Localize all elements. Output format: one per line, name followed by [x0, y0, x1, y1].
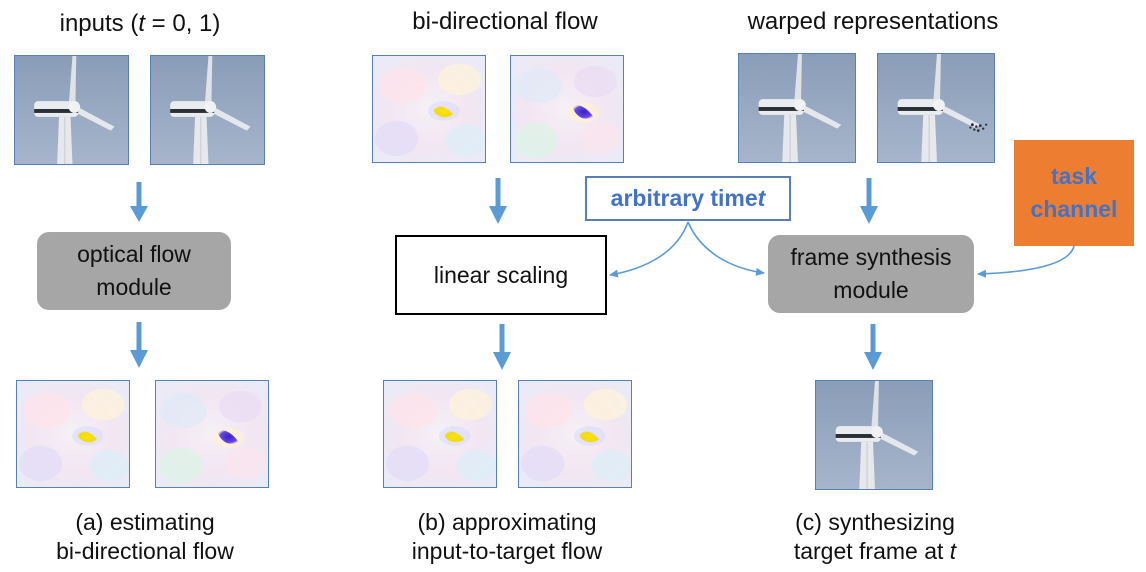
bidirectional-flow-1-image: [510, 55, 624, 163]
arrow-linear-scaling-to-approximated-flow: [493, 324, 511, 370]
caption-c: (c) synthesizing target frame at t: [740, 508, 1010, 566]
frame-synthesis-module-line1: frame synthesis: [790, 244, 952, 270]
caption-a: (a) estimating bi-directional flow: [0, 508, 290, 566]
caption-c-line2-var: t: [949, 538, 957, 564]
arbitrary-time-input: arbitrary time t: [585, 176, 791, 221]
frame-synthesis-module: frame synthesis module: [768, 235, 974, 313]
caption-c-line2: target frame at t: [740, 537, 1010, 566]
bidirectional-flow-0-image: [372, 55, 486, 163]
estimated-flow-0-image: [16, 380, 130, 488]
caption-c-line2-text: target frame at: [793, 538, 950, 564]
caption-a-line1: (a) estimating: [75, 509, 215, 535]
arrow-flow-module-to-estimated-flow: [130, 322, 148, 368]
heading-inputs: inputs (t = 0, 1): [20, 10, 260, 38]
estimated-flow-1-image: [155, 380, 269, 488]
arrow-task-to-synthesis: [977, 245, 1075, 278]
caption-c-line1: (c) synthesizing: [795, 509, 955, 535]
approximated-flow-0-image: [383, 380, 497, 488]
arrow-warped-to-synthesis: [860, 178, 878, 224]
task-channel-input: task channel: [1014, 140, 1134, 246]
warped-frame-0-image: [738, 53, 856, 163]
heading-inputs-tail: = 0, 1): [145, 10, 221, 37]
warped-frame-1-image: [877, 53, 995, 163]
linear-scaling-module: linear scaling: [395, 235, 607, 315]
arrow-flow-to-linear-scaling: [489, 178, 507, 224]
caption-b: (b) approximating input-to-target flow: [352, 508, 662, 566]
task-channel-line2: channel: [1030, 196, 1118, 222]
arrow-synthesis-to-target: [864, 324, 882, 370]
approximated-flow-1-image: [518, 380, 632, 488]
heading-bidirectional-flow: bi-directional flow: [412, 8, 598, 35]
frame-synthesis-module-line2: module: [833, 277, 909, 303]
arrow-inputs-to-flow-module: [130, 182, 148, 222]
optical-flow-module-line2: module: [96, 274, 172, 300]
heading-inputs-var: t: [138, 10, 145, 37]
task-channel-line1: task: [1050, 163, 1098, 189]
input-frame-0-image: [14, 55, 129, 165]
caption-b-line1: (b) approximating: [417, 509, 597, 535]
input-frame-1-image: [150, 55, 265, 165]
arrow-time-to-synthesis: [687, 221, 765, 276]
caption-a-line2: bi-directional flow: [56, 538, 234, 564]
heading-warped-representations: warped representations: [747, 8, 999, 35]
arrow-time-to-linear-scaling: [609, 221, 689, 278]
arbitrary-time-var: t: [757, 185, 766, 211]
optical-flow-module: optical flow module: [37, 232, 231, 310]
caption-b-line2: input-to-target flow: [411, 538, 603, 564]
optical-flow-module-line1: optical flow: [77, 241, 191, 267]
target-frame-image: [815, 380, 933, 490]
arbitrary-time-label: arbitrary time: [610, 185, 758, 211]
heading-inputs-text: inputs (: [59, 10, 139, 37]
